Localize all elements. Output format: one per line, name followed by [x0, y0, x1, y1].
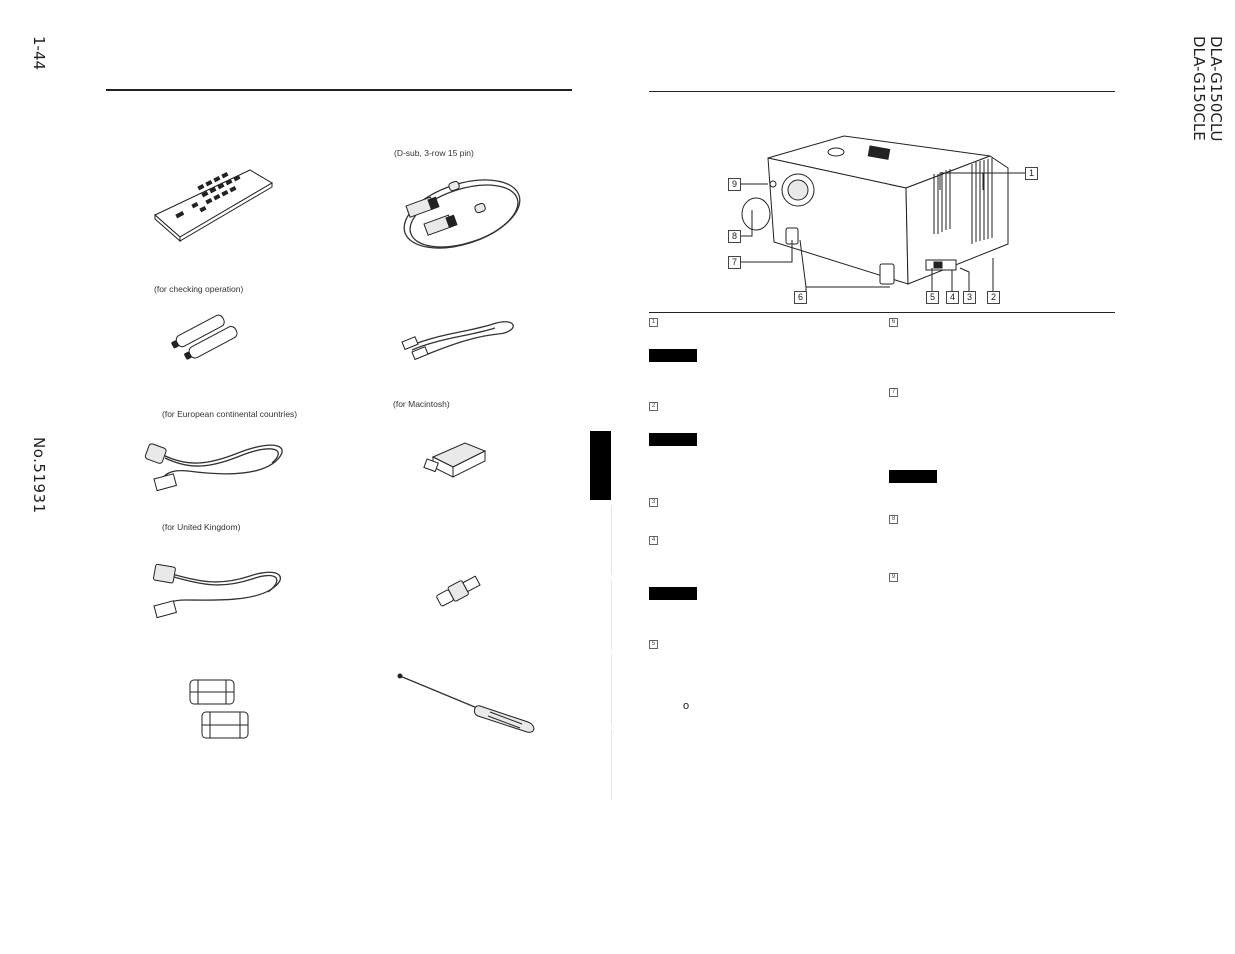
power-cord-uk-caption: (for United Kingdom) [162, 522, 241, 532]
power-cord-eu-caption: (for European continental countries) [162, 409, 298, 419]
callout-5: 5 [926, 291, 939, 304]
tab-separator-2 [611, 580, 612, 650]
right-header-rule [649, 91, 1115, 92]
note-box-1 [649, 349, 697, 362]
section-marker-8: 8 [889, 515, 898, 524]
section-marker-3: 3 [649, 498, 658, 507]
note-box-4 [889, 470, 937, 483]
section-marker-5: 5 [649, 640, 658, 649]
section-marker-1: 1 [649, 318, 658, 327]
callout-6: 6 [794, 291, 807, 304]
callout-8: 8 [728, 230, 741, 243]
mac-adapter-illustration [423, 442, 487, 478]
section-marker-2: 2 [649, 402, 658, 411]
rgb-cable-caption: (D-sub, 3-row 15 pin) [394, 148, 474, 158]
bullet-mark: o [683, 700, 690, 712]
note-box-2 [649, 433, 697, 446]
callout-1: 1 [1025, 167, 1038, 180]
section-marker-4: 4 [649, 536, 658, 545]
section-marker-9: 9 [889, 573, 898, 582]
left-header-rule [106, 89, 572, 91]
callout-2: 2 [987, 291, 1000, 304]
bnc-adapter-illustration [436, 575, 481, 607]
callout-9: 9 [728, 178, 741, 191]
section-marker-6: 6 [889, 318, 898, 327]
power-cord-uk-illustration [153, 563, 282, 619]
tab-separator-3 [611, 655, 612, 725]
right-section-rule [649, 312, 1115, 313]
callout-3: 3 [963, 291, 976, 304]
callout-4: 4 [946, 291, 959, 304]
projector-illustration [741, 135, 1009, 285]
callout-7: 7 [728, 256, 741, 269]
section-tab [590, 431, 611, 500]
power-cord-eu-illustration [144, 443, 283, 492]
audio-cable-illustration [401, 321, 514, 361]
batteries-illustration [171, 314, 238, 360]
screwdriver-illustration [397, 673, 535, 733]
ferrite-cores-illustration [189, 679, 249, 739]
note-box-3 [649, 587, 697, 600]
tab-separator-1 [611, 505, 612, 575]
section-marker-7: 7 [889, 388, 898, 397]
batteries-caption: (for checking operation) [154, 284, 244, 294]
tab-separator-4 [611, 730, 612, 800]
mac-adapter-caption: (for Macintosh) [393, 399, 450, 409]
rgb-cable-illustration [403, 179, 521, 249]
remote-control-illustration [154, 169, 273, 243]
